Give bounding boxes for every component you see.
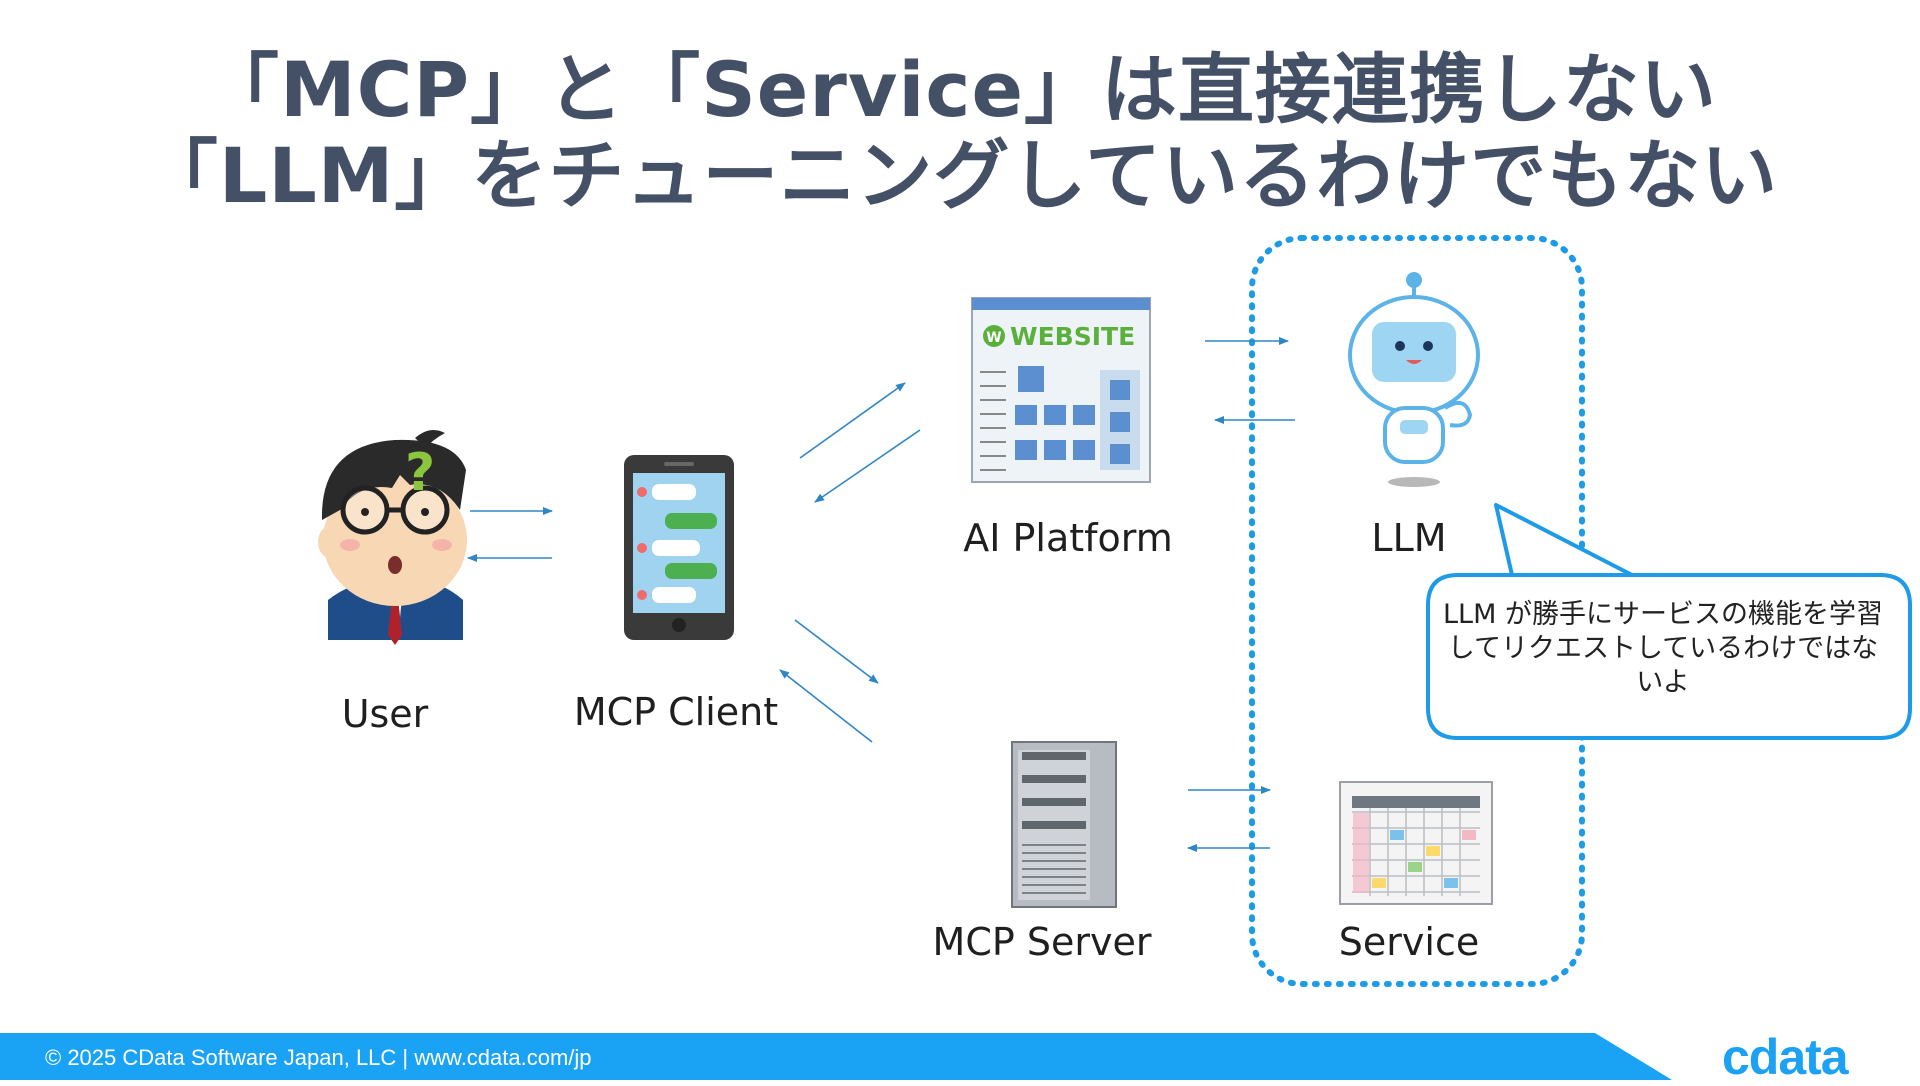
ai-platform-website-illustration: W WEBSITE [971, 297, 1151, 483]
website-banner-text: WEBSITE [1010, 322, 1135, 351]
label-service: Service [1338, 920, 1480, 964]
label-ai-platform: AI Platform [963, 516, 1173, 560]
website-badge-text: W [986, 330, 1001, 346]
callout-text: LLM が勝手にサービスの機能を学習してリクエストしているわけではないよ [1443, 599, 1883, 698]
footer-band [0, 1033, 1672, 1080]
cdata-logo: cdata [1722, 1029, 1849, 1085]
service-calendar-illustration [1339, 781, 1493, 905]
arrow-platform-to-client [814, 429, 921, 503]
callout-bubble [1426, 503, 1912, 740]
slide-title-line-1: 「MCP」と「Service」は直接連携しない [202, 45, 1718, 134]
label-mcp-server: MCP Server [932, 920, 1152, 964]
label-user: User [341, 692, 429, 736]
user-illustration: ? [318, 429, 467, 645]
arrow-client-to-platform [799, 382, 906, 459]
label-llm: LLM [1371, 516, 1447, 560]
llm-robot-illustration [1348, 272, 1480, 487]
slide-title-line-2: 「LLM」をチューニングしているわけでもない [141, 131, 1779, 220]
mcp-server-illustration [1011, 741, 1117, 908]
arrow-server-to-client [779, 669, 873, 743]
mcp-client-phone-illustration [624, 455, 734, 640]
arrow-client-to-server [794, 619, 879, 684]
svg-text:?: ? [405, 443, 435, 503]
footer-copyright: © 2025 CData Software Japan, LLC | www.c… [45, 1045, 592, 1070]
label-mcp-client: MCP Client [573, 690, 779, 734]
connection-arrows [467, 337, 1295, 852]
